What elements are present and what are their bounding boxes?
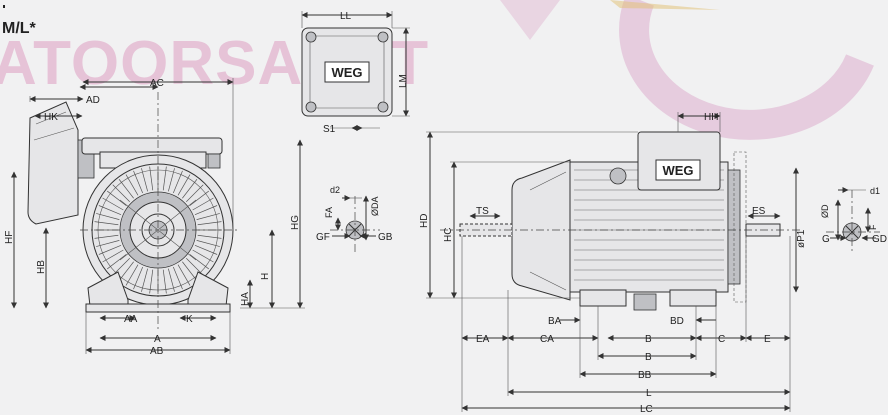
svg-text:HF: HF — [4, 231, 15, 244]
svg-text:HC: HC — [443, 228, 454, 242]
svg-text:FA: FA — [324, 207, 334, 218]
cooling-fins — [94, 166, 222, 294]
svg-text:d2: d2 — [330, 185, 340, 195]
svg-text:S1: S1 — [323, 124, 336, 135]
svg-text:ØDA: ØDA — [370, 196, 380, 216]
front-shaft-section: ØD d1 F G GD — [820, 186, 887, 252]
svg-text:HK: HK — [44, 112, 58, 123]
svg-text:EA: EA — [476, 334, 490, 345]
svg-text:GB: GB — [378, 232, 393, 243]
svg-text:AD: AD — [86, 95, 100, 106]
svg-text:AA: AA — [124, 314, 138, 325]
front-view: HK AD AC HF HB HG HA H AA K A AB — [4, 78, 305, 357]
svg-text:LC: LC — [640, 404, 653, 415]
body-ribs — [574, 169, 724, 281]
svg-text:CA: CA — [540, 334, 554, 345]
side-view: WEG — [419, 112, 807, 415]
svg-text:HG: HG — [290, 215, 301, 230]
svg-text:H: H — [260, 273, 271, 280]
svg-text:HD: HD — [419, 214, 430, 228]
svg-text:BD: BD — [670, 316, 684, 327]
svg-text:K: K — [186, 314, 193, 325]
svg-text:BB: BB — [638, 370, 652, 381]
svg-text:øP1: øP1 — [796, 229, 807, 248]
svg-text:TS: TS — [476, 206, 489, 217]
svg-text:HB: HB — [36, 260, 47, 274]
svg-text:B: B — [645, 352, 652, 363]
title-dot — [3, 5, 5, 8]
decorative-arcs — [500, 0, 874, 140]
svg-text:F: F — [868, 224, 878, 230]
weg-logo-icon: WEG — [331, 65, 362, 80]
svg-text:LL: LL — [340, 11, 352, 22]
svg-text:HH: HH — [704, 112, 718, 123]
svg-text:HA: HA — [240, 292, 251, 306]
weg-logo-side-icon: WEG — [662, 163, 693, 178]
svg-text:C: C — [718, 334, 725, 345]
svg-text:B: B — [645, 334, 652, 345]
svg-text:AB: AB — [150, 346, 164, 357]
svg-text:GF: GF — [316, 232, 330, 243]
terminal-box-view: WEG LL LM S1 — [301, 11, 410, 135]
svg-text:LM: LM — [398, 74, 409, 88]
svg-text:L: L — [646, 388, 652, 399]
drawing-title: M/L* — [2, 20, 37, 37]
svg-text:AC: AC — [150, 78, 164, 89]
svg-text:GD: GD — [872, 234, 887, 245]
svg-text:A: A — [154, 334, 161, 345]
svg-text:ES: ES — [752, 206, 766, 217]
svg-text:E: E — [764, 334, 771, 345]
svg-text:G: G — [822, 234, 830, 245]
rear-shaft-section: d2 FA ØDA GF GB — [316, 185, 393, 252]
svg-text:ØD: ØD — [820, 204, 830, 218]
svg-text:BA: BA — [548, 316, 562, 327]
svg-text:d1: d1 — [870, 186, 880, 196]
